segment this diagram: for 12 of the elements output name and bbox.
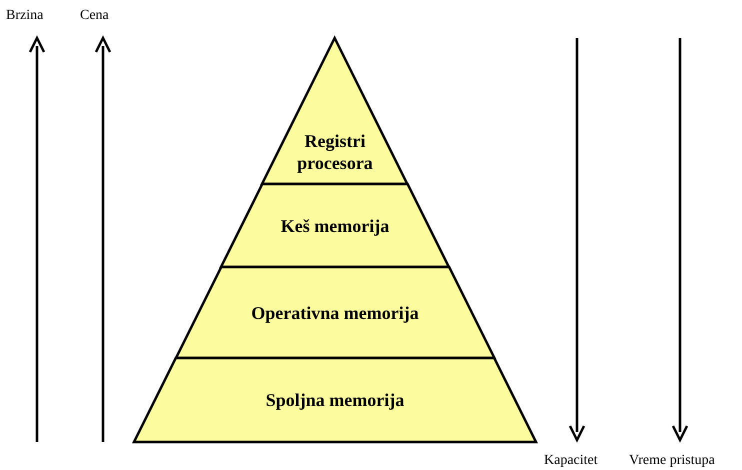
level-label: Operativna memorija: [250, 302, 420, 324]
pyramid-band: [221, 184, 449, 267]
pyramid-apex-triangle: [262, 38, 408, 184]
axis-label: Kapacitet: [544, 453, 598, 469]
pyramid-band: [176, 267, 494, 358]
pyramid-band: [134, 358, 536, 442]
level-label: Keš memorija: [280, 214, 390, 236]
level-label: Registri procesora: [296, 130, 374, 174]
axis-label: Cena: [80, 8, 109, 24]
axis-label: Brzina: [6, 8, 44, 24]
axis-label: Vreme pristupa: [629, 453, 715, 469]
level-label: Spoljna memorija: [264, 389, 406, 411]
